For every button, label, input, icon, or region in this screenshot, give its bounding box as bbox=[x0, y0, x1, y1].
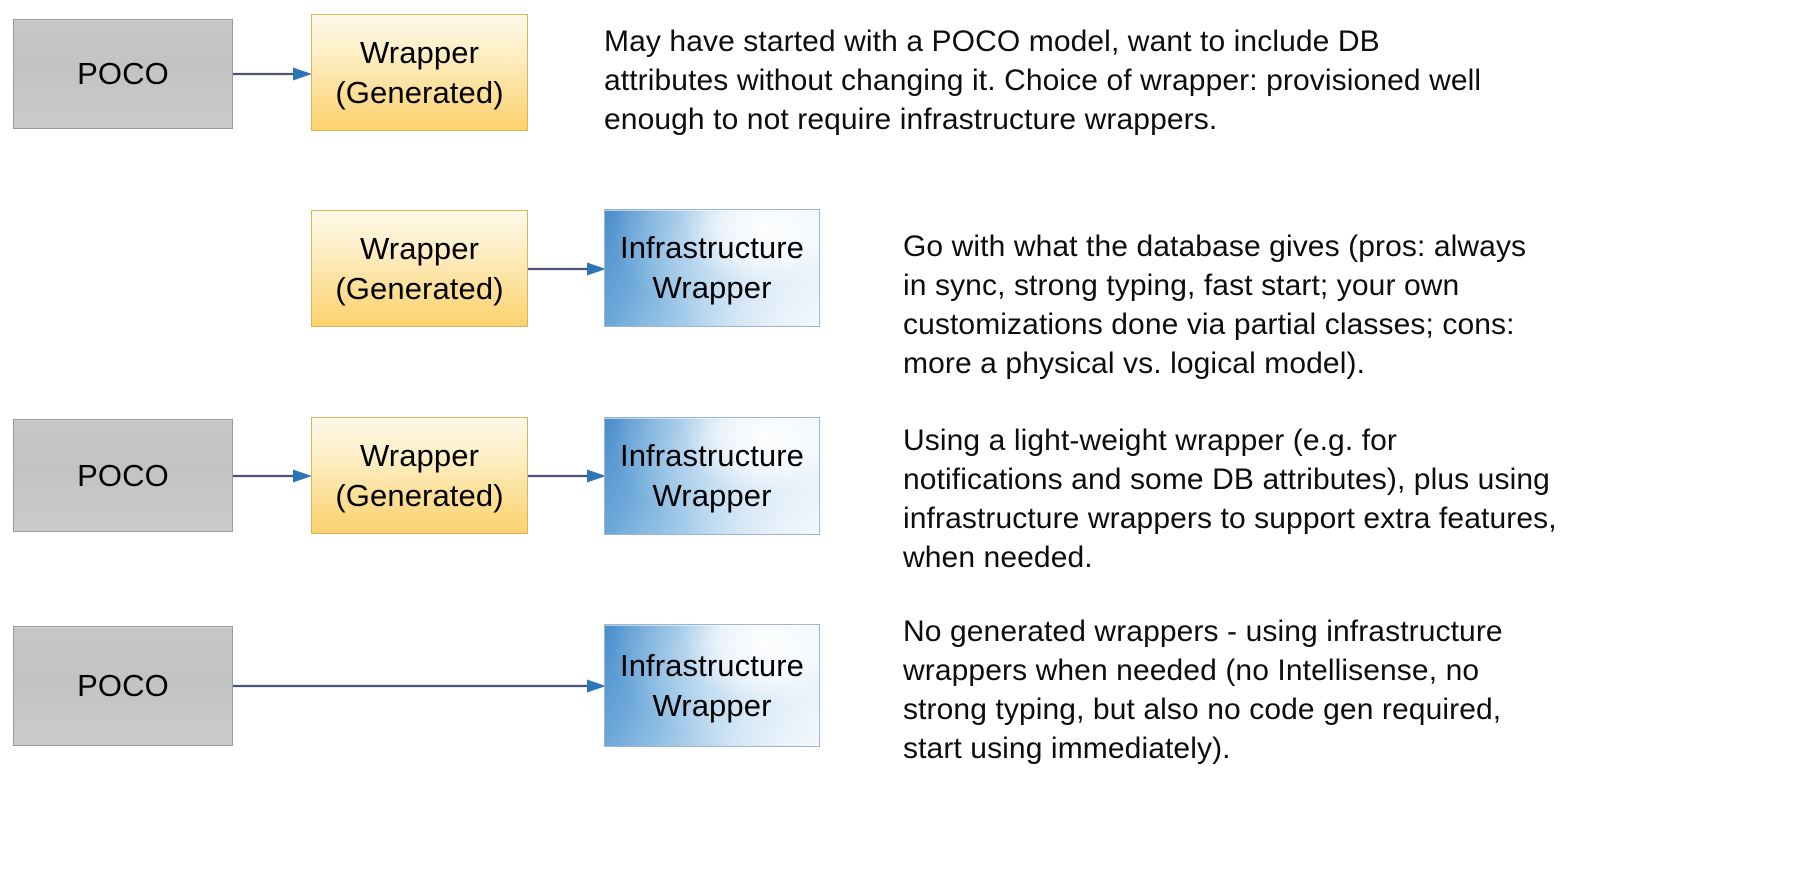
description-row3: Using a light-weight wrapper (e.g. for n… bbox=[903, 424, 1557, 574]
infrastructure-wrapper-label-row2: Infrastructure Wrapper bbox=[619, 230, 805, 305]
poco-box-row3[interactable]: POCO bbox=[13, 419, 233, 532]
infrastructure-wrapper-box-row3[interactable]: Infrastructure Wrapper bbox=[604, 417, 820, 535]
infrastructure-wrapper-box-row2[interactable]: Infrastructure Wrapper bbox=[604, 209, 820, 327]
wrapper-generated-box-row1[interactable]: Wrapper (Generated) bbox=[311, 14, 528, 131]
poco-box-row1[interactable]: POCO bbox=[13, 19, 233, 129]
wrapper-generated-label-row1: Wrapper (Generated) bbox=[335, 34, 504, 110]
wrapper-generated-label-row3: Wrapper (Generated) bbox=[335, 437, 504, 513]
description-row4: No generated wrappers - using infrastruc… bbox=[903, 615, 1503, 765]
wrapper-generated-label-row2: Wrapper (Generated) bbox=[335, 230, 504, 306]
poco-label-row1: POCO bbox=[77, 56, 169, 92]
arrow-r1-poco-to-wrapper bbox=[233, 63, 312, 85]
arrow-r3-wrapper-to-infra bbox=[528, 465, 606, 487]
poco-label-row3: POCO bbox=[77, 457, 169, 493]
arrow-r4-poco-to-infra bbox=[233, 675, 606, 697]
poco-label-row4: POCO bbox=[77, 668, 169, 704]
infrastructure-wrapper-label-row3: Infrastructure Wrapper bbox=[619, 438, 805, 513]
description-row1: May have started with a POCO model, want… bbox=[604, 25, 1482, 136]
poco-box-row4[interactable]: POCO bbox=[13, 626, 233, 746]
arrow-r3-poco-to-wrapper bbox=[233, 465, 312, 487]
wrapper-generated-box-row2[interactable]: Wrapper (Generated) bbox=[311, 210, 528, 327]
arrow-r2-wrapper-to-infra bbox=[528, 258, 606, 280]
wrapper-generated-box-row3[interactable]: Wrapper (Generated) bbox=[311, 417, 528, 534]
description-row2: Go with what the database gives (pros: a… bbox=[903, 230, 1527, 380]
infrastructure-wrapper-box-row4[interactable]: Infrastructure Wrapper bbox=[604, 624, 820, 747]
infrastructure-wrapper-label-row4: Infrastructure Wrapper bbox=[619, 647, 805, 723]
